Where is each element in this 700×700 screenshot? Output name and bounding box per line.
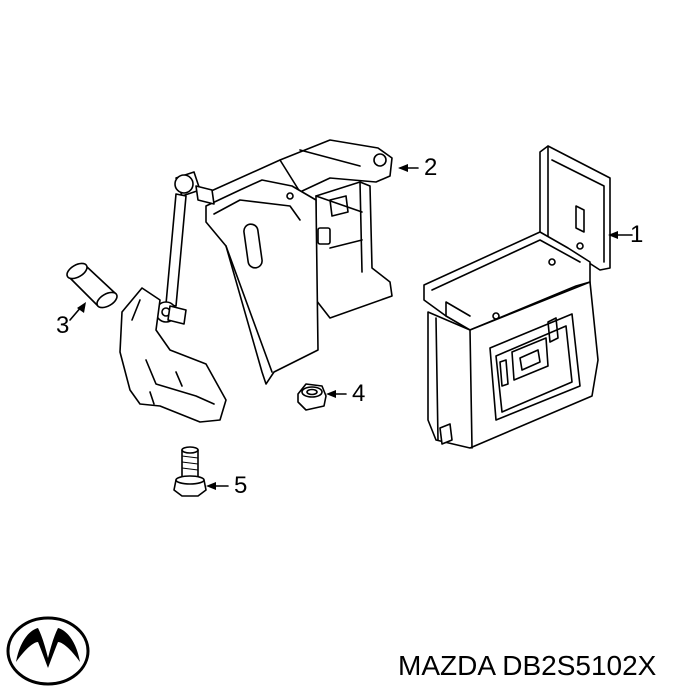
mazda-logo xyxy=(6,616,90,686)
callout-number-2: 2 xyxy=(424,154,438,181)
part-3-bushing xyxy=(66,262,118,309)
callout-arrows xyxy=(69,164,633,490)
callout-number-4: 4 xyxy=(352,380,366,407)
part-number-text: MAZDA DB2S5102X xyxy=(398,650,657,681)
part-1-control-module xyxy=(423,145,611,449)
part-2-level-sensor xyxy=(119,139,393,423)
callout-number-1: 1 xyxy=(630,221,644,248)
part-5-bolt xyxy=(173,446,207,497)
callout-number-3: 3 xyxy=(56,312,70,339)
part-4-nut xyxy=(297,383,327,411)
callout-number-5: 5 xyxy=(234,472,248,499)
